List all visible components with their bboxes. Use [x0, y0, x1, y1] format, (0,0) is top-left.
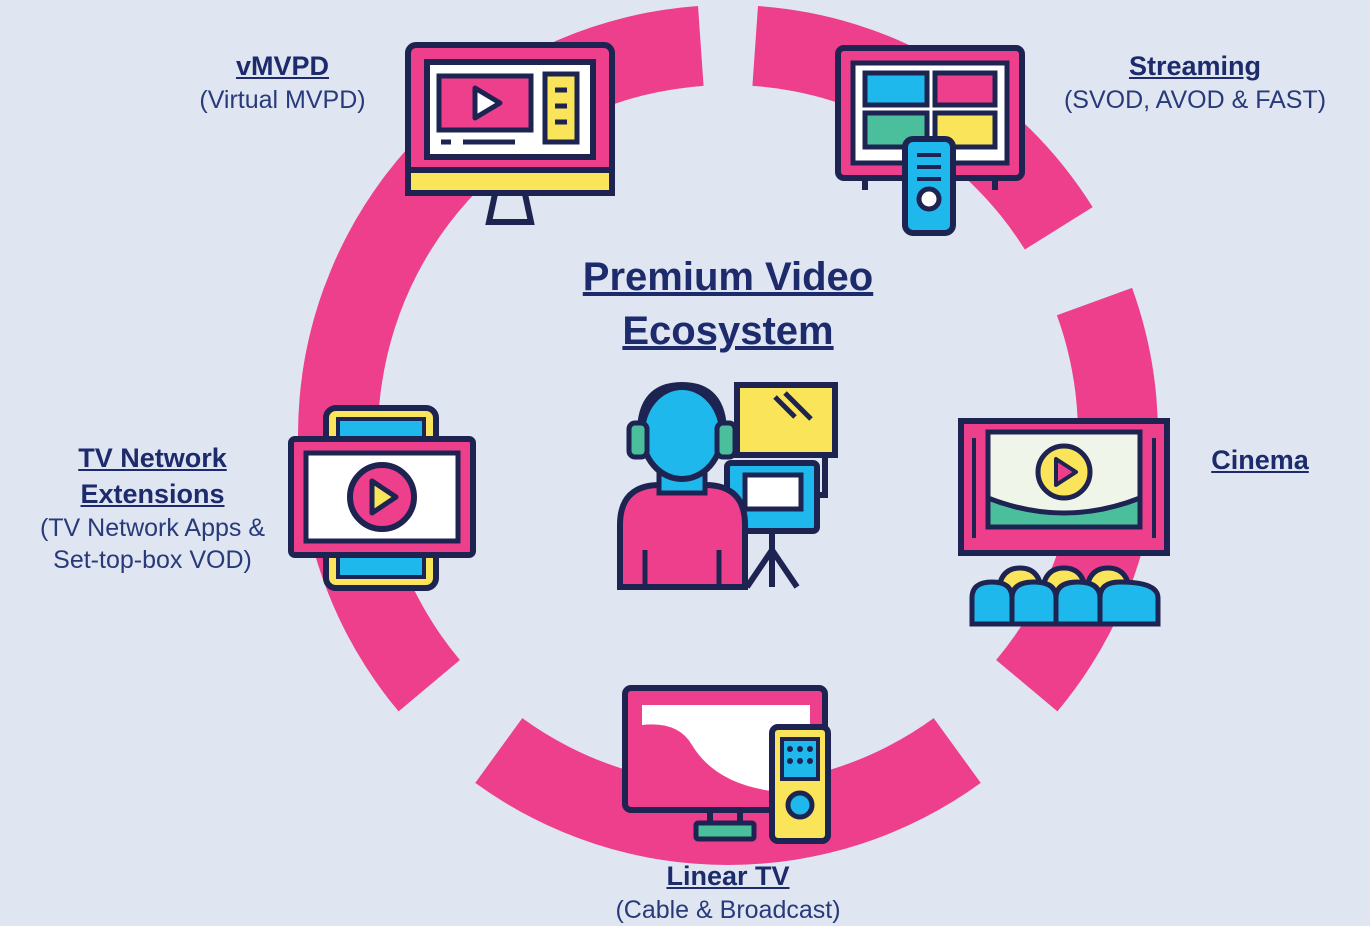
tablet-video-icon [288, 405, 476, 591]
tv-network-title-line2: Extensions [80, 479, 225, 509]
streaming-subtitle: (SVOD, AVOD & FAST) [1063, 86, 1327, 114]
linear-tv-subtitle: (Cable & Broadcast) [615, 896, 841, 924]
label-cinema: Cinema [1190, 442, 1330, 478]
tv-network-title-line1: TV Network [78, 443, 227, 473]
label-tv-network: TV Network Extensions (TV Network Apps &… [10, 440, 295, 576]
monitor-video-icon [405, 42, 615, 225]
cinema-title: Cinema [1211, 445, 1309, 475]
vmvpd-subtitle: (Virtual MVPD) [199, 86, 366, 114]
label-streaming: Streaming (SVOD, AVOD & FAST) [1040, 48, 1350, 116]
smart-tv-remote-icon [835, 45, 1025, 236]
label-linear-tv: Linear TV (Cable & Broadcast) [578, 858, 878, 926]
streaming-title: Streaming [1128, 51, 1262, 81]
vmvpd-title: vMVPD [235, 51, 330, 81]
tv-remote-icon [622, 685, 831, 844]
linear-tv-title: Linear TV [666, 861, 790, 891]
label-vmvpd: vMVPD (Virtual MVPD) [170, 48, 395, 116]
videographer-camera-icon [617, 381, 838, 590]
tv-network-subtitle-line2: Set-top-box VOD) [53, 546, 252, 574]
center-title: Premium Video Ecosystem [582, 255, 874, 353]
cinema-theater-icon [958, 418, 1170, 627]
tv-network-subtitle-line1: (TV Network Apps & [39, 514, 266, 542]
